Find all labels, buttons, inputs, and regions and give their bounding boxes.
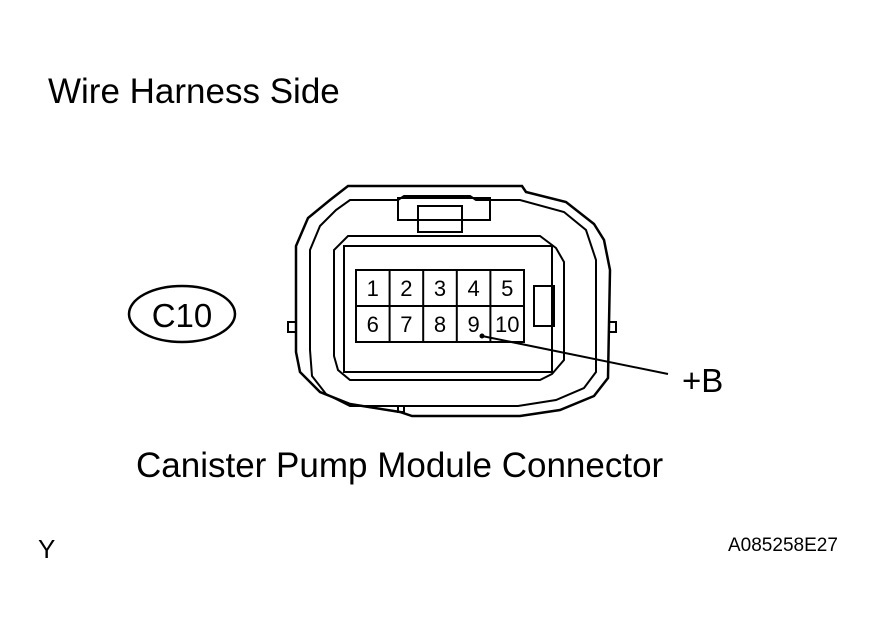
- connector-right-tab: [608, 321, 617, 333]
- footer-left-code: Y: [38, 534, 56, 564]
- connector-code: C10: [152, 297, 213, 334]
- connector-right-key: [533, 285, 555, 327]
- leader-line: [481, 335, 669, 375]
- pin-8: 8: [434, 312, 446, 337]
- figure-id: A085258E27: [728, 535, 838, 556]
- diagram-title: Wire Harness Side: [48, 72, 340, 111]
- connector-left-tab: [287, 321, 296, 333]
- connector-latch: [397, 197, 491, 221]
- pin-10: 10: [495, 312, 519, 337]
- pin-3: 3: [434, 276, 446, 301]
- connector-latch-center: [417, 205, 463, 233]
- connector-cavity: [333, 235, 565, 381]
- connector-housing-outer: [294, 184, 612, 418]
- connector-caption: Canister Pump Module Connector: [136, 446, 664, 485]
- pin-grid: [355, 269, 525, 343]
- connector-cavity-inner: [343, 245, 553, 373]
- pin-6: 6: [367, 312, 379, 337]
- pin-2: 2: [400, 276, 412, 301]
- pin-7: 7: [400, 312, 412, 337]
- terminal-label: +B: [682, 362, 724, 399]
- connector-bottom-tab: [397, 406, 405, 413]
- pin-5: 5: [501, 276, 513, 301]
- connector-code-oval: [127, 284, 237, 344]
- pin-9: 9: [467, 312, 479, 337]
- pin-1: 1: [367, 276, 379, 301]
- pin-4: 4: [467, 276, 479, 301]
